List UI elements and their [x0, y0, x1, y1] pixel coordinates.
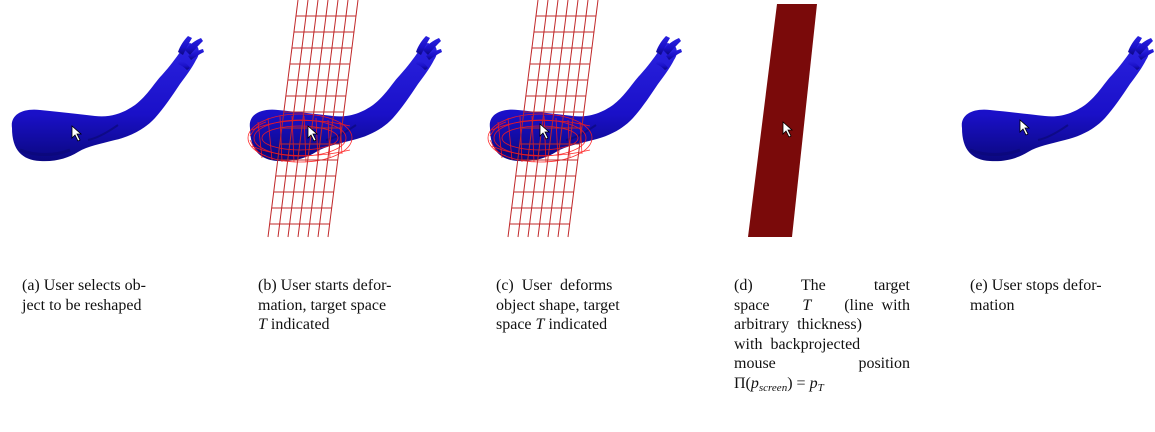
caption-a-line-2: ject to be reshaped	[22, 296, 142, 314]
caption-e: (e) User stops defor- mation	[970, 276, 1148, 315]
caption-a: (a) User selects ob- ject to be reshaped	[22, 276, 200, 315]
caption-e-line-2: mation	[970, 296, 1015, 314]
caption-d-word: (d)	[734, 277, 753, 294]
math-T: T	[258, 316, 267, 333]
caption-d-line-1: (d) The target	[734, 276, 910, 296]
math-T: T	[535, 316, 545, 333]
caption-b: (b) User starts defor- mation, target sp…	[258, 276, 436, 335]
caption-c-word: space	[496, 316, 532, 333]
caption-d-word: target	[873, 277, 910, 294]
caption-b-word: indicated	[270, 316, 330, 333]
caption-d-word: space	[734, 296, 770, 314]
formula-subscript-screen: screen	[758, 381, 788, 394]
caption-d-line-3: arbitrary thickness)	[734, 316, 862, 333]
caption-c: (c) User deforms object shape, target sp…	[496, 276, 672, 335]
caption-c-word: indicated	[548, 316, 608, 333]
caption-c-line-2: object shape, target	[496, 296, 620, 314]
caption-b-line-1: (b) User starts defor-	[258, 277, 392, 294]
caption-e-line-1: (e) User stops defor-	[970, 277, 1102, 294]
formula-pi: Π(	[734, 374, 751, 392]
caption-d-word: position	[858, 355, 910, 372]
caption-d-line-4: with backprojected	[734, 335, 861, 353]
math-T: T	[802, 296, 812, 314]
formula-p-target: p	[809, 374, 818, 392]
panel-e-image	[950, 0, 1155, 250]
caption-a-line-1: (a) User selects ob-	[22, 277, 146, 294]
panel-d-image	[745, 0, 945, 250]
caption-d-line-2: space T (line with	[734, 296, 910, 316]
arm-model-final	[960, 34, 1155, 163]
caption-c-line-3: space T indicated	[496, 315, 672, 335]
caption-d-formula: Π(pscreen) = pT	[734, 374, 910, 399]
panel-b-image	[238, 0, 444, 250]
caption-b-line-3: T indicated	[258, 315, 436, 335]
panel-c-image	[478, 0, 684, 250]
arm-model-deformed	[487, 0, 684, 238]
formula-p: p	[750, 374, 759, 392]
caption-d: (d) The target space T (line with arbitr…	[734, 276, 910, 398]
caption-d-line-5: mouse position	[734, 354, 910, 374]
caption-b-line-2: mation, target space	[258, 296, 387, 314]
arm-model	[10, 34, 206, 163]
formula-equals: ) =	[787, 374, 810, 392]
caption-d-word: (line with	[844, 296, 910, 314]
caption-d-word: mouse	[734, 355, 776, 372]
arm-model-with-target-space	[247, 0, 444, 238]
caption-d-word: The	[800, 277, 826, 294]
formula-subscript-T: T	[817, 381, 824, 394]
target-space-line	[748, 4, 817, 237]
caption-c-line-1: (c) User deforms	[496, 277, 613, 294]
panel-a-image	[0, 0, 206, 250]
